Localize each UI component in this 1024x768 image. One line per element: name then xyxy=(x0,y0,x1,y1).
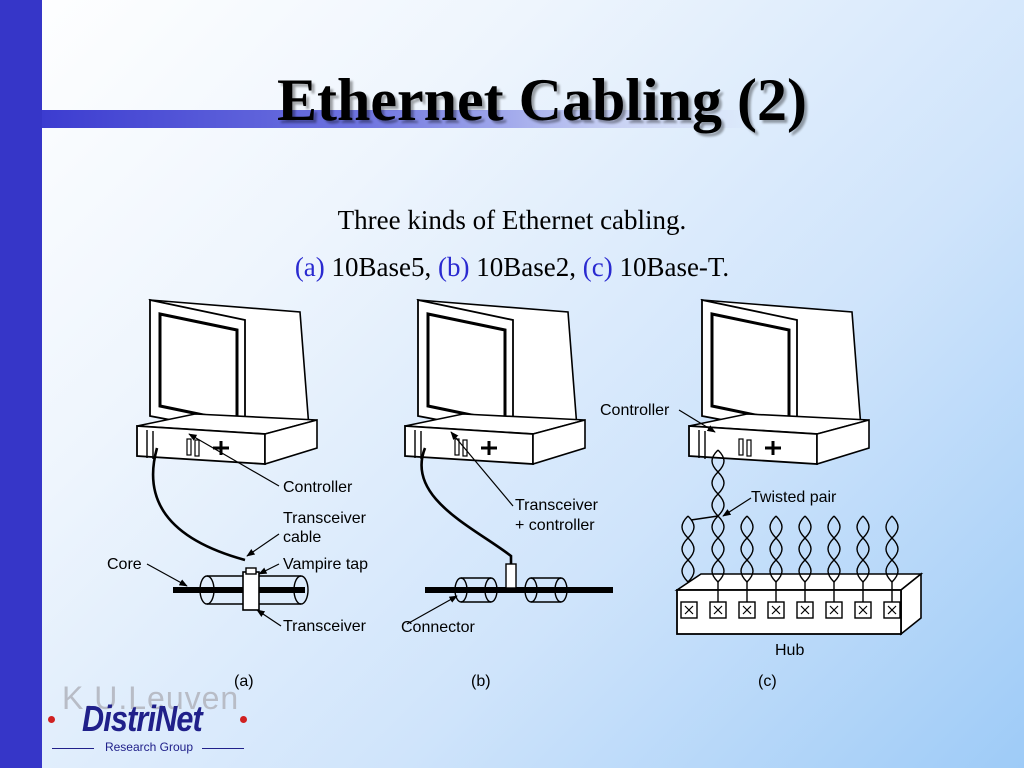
twisted-pair-main xyxy=(711,449,725,517)
twisted-pair xyxy=(740,515,754,583)
logo-name: DistriNet xyxy=(82,698,203,739)
twisted-pair xyxy=(827,515,841,583)
panel-label-b: (b) xyxy=(471,673,491,690)
thin-coax-drop-b xyxy=(420,447,513,570)
label-transceiver-controller-1: Transceiver xyxy=(515,497,599,514)
hub-port-x xyxy=(887,605,897,615)
hub-port-x xyxy=(858,605,868,615)
label-connector: Connector xyxy=(401,619,475,636)
label-transceiver: Transceiver xyxy=(283,618,367,635)
caption-line-2: (a) 10Base5, (b) 10Base2, (c) 10Base-T. xyxy=(0,252,1024,283)
label-core: Core xyxy=(107,556,142,573)
panel-c-10base-t: Controller Twisted pair Hub (c) xyxy=(600,298,924,690)
hub-port-x xyxy=(829,605,839,615)
label-vampire-tap: Vampire tap xyxy=(283,556,368,573)
hub-port-x xyxy=(800,605,810,615)
label-controller-c: Controller xyxy=(600,402,670,419)
ethernet-cabling-figure: Controller Transceiver cable Vampire tap… xyxy=(95,298,935,702)
twisted-pair xyxy=(856,515,870,583)
title-band xyxy=(42,110,762,128)
twisted-pairs xyxy=(711,515,899,602)
label-transceiver-controller-2: + controller xyxy=(515,517,595,534)
logo-subtitle: Research Group xyxy=(104,740,194,754)
hub-port-x xyxy=(684,605,694,615)
computer-a xyxy=(135,298,319,466)
panel-label-c: (c) xyxy=(758,673,777,690)
caption-text-b: 10Base2, xyxy=(469,252,583,282)
twisted-pair xyxy=(711,515,725,583)
computer-b xyxy=(403,298,587,466)
hub-port-x xyxy=(713,605,723,615)
twisted-pair xyxy=(769,515,783,583)
logo-dot-left xyxy=(48,716,55,723)
panel-b-10base2: Transceiver + controller Connector (b) xyxy=(401,298,613,690)
caption-label-c: (c) xyxy=(582,252,613,282)
hub-port-x xyxy=(742,605,752,615)
hub-ports xyxy=(680,601,901,619)
computer-c xyxy=(687,298,871,466)
logo-line-right xyxy=(202,748,244,749)
left-accent-bar xyxy=(0,0,42,768)
cabling-diagram: Controller Transceiver cable Vampire tap… xyxy=(107,298,924,690)
label-controller-a: Controller xyxy=(283,479,353,496)
kuleuven-watermark: K.U.Leuven xyxy=(62,680,240,716)
twisted-pair xyxy=(798,515,812,583)
caption-text-a: 10Base5, xyxy=(324,252,439,282)
logo-line-left xyxy=(52,748,94,749)
slide-title: Ethernet Cabling (2) xyxy=(277,67,807,133)
caption-label-b: (b) xyxy=(438,252,470,282)
distrinet-logo: K.U.Leuven DistriNet Research Group xyxy=(44,676,254,762)
label-transceiver-cable-2: cable xyxy=(283,529,321,546)
caption-line-1: Three kinds of Ethernet cabling. xyxy=(337,205,687,235)
transceiver-cable-a xyxy=(151,447,246,562)
bnc-t-connector xyxy=(505,563,517,589)
label-transceiver-cable-1: Transceiver xyxy=(283,510,367,527)
panel-a-10base5: Controller Transceiver cable Vampire tap… xyxy=(107,298,368,690)
vampire-tap xyxy=(242,571,260,611)
twisted-pair xyxy=(885,515,899,583)
caption-text-c: 10Base-T. xyxy=(612,252,730,282)
label-hub: Hub xyxy=(775,642,804,659)
label-twisted-pair: Twisted pair xyxy=(751,489,837,506)
logo-dot-right xyxy=(240,716,247,723)
hub-port-x xyxy=(771,605,781,615)
panel-label-a: (a) xyxy=(234,673,254,690)
caption-label-a: (a) xyxy=(294,252,325,282)
